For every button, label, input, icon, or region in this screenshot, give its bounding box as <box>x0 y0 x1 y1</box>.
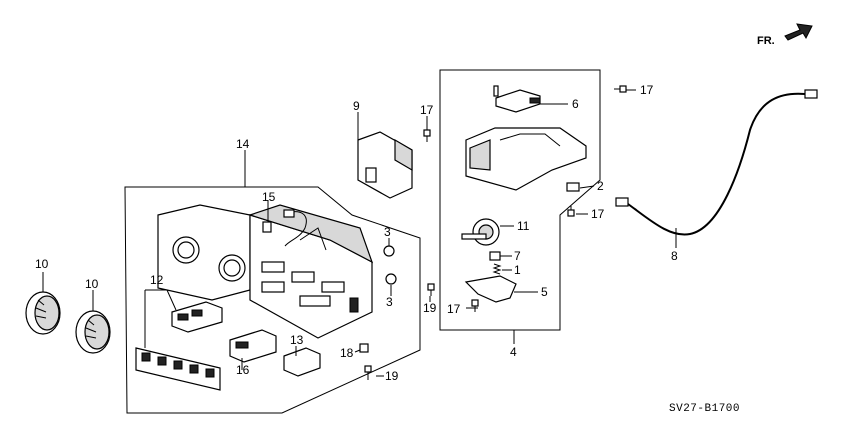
screw-17-lower <box>471 299 479 312</box>
callout-8: 8 <box>671 249 678 263</box>
ac-switch-16 <box>229 329 277 363</box>
callout-17-top: 17 <box>420 103 434 117</box>
callout-2: 2 <box>597 179 604 193</box>
screw-19-bottom <box>364 365 372 380</box>
callout-17-right-top: 17 <box>640 83 654 97</box>
clip-2 <box>566 182 580 192</box>
diagram-code: SV27-B1700 <box>669 403 740 415</box>
callout-19-right: 19 <box>423 301 437 315</box>
callout-15: 15 <box>262 190 276 204</box>
clip-18 <box>359 343 369 353</box>
front-arrow-icon <box>784 23 813 41</box>
spring-1 <box>492 263 502 275</box>
callout-1: 1 <box>514 263 521 277</box>
screw-3-lower <box>385 273 397 285</box>
gear-11 <box>461 218 500 246</box>
callout-3-upper: 3 <box>384 225 391 239</box>
callout-17-lower: 17 <box>447 302 461 316</box>
callout-11: 11 <box>517 219 530 233</box>
callout-9: 9 <box>353 99 360 113</box>
cap-7 <box>489 251 501 261</box>
bulb-socket-15 <box>262 209 307 247</box>
front-direction-indicator: FR. <box>757 23 813 47</box>
control-panel-body <box>157 204 374 339</box>
callout-10-right: 10 <box>85 277 99 291</box>
callout-labels: 14 15 9 17 3 3 19 19 18 10 10 12 16 13 6… <box>35 83 678 383</box>
callout-12: 12 <box>150 273 164 287</box>
callout-18: 18 <box>340 346 354 360</box>
screw-3-upper <box>383 245 395 257</box>
screw-17-top <box>423 129 431 142</box>
callout-10-left: 10 <box>35 257 49 271</box>
callout-13: 13 <box>290 333 304 347</box>
callout-16: 16 <box>236 363 250 377</box>
group-outline-14 <box>124 186 421 414</box>
lever-5 <box>464 275 517 303</box>
slider-6 <box>493 85 541 113</box>
callout-4: 4 <box>510 345 517 359</box>
callout-6: 6 <box>572 97 579 111</box>
motor-9 <box>357 131 413 199</box>
button-row-12 <box>135 347 221 391</box>
knob-10-left <box>25 291 61 335</box>
screw-19-right <box>427 283 435 296</box>
group-outline-4 <box>439 69 601 331</box>
callout-5: 5 <box>541 285 548 299</box>
callout-14: 14 <box>236 137 250 151</box>
callout-7: 7 <box>514 249 521 263</box>
part-13 <box>283 347 321 377</box>
control-housing <box>465 127 587 191</box>
callout-19-bottom: 19 <box>385 369 399 383</box>
switch-12 <box>171 301 223 333</box>
callout-3-lower: 3 <box>386 295 393 309</box>
leader-lines <box>42 89 677 377</box>
screw-17-right-top <box>614 85 627 93</box>
front-direction-label: FR. <box>757 35 775 47</box>
cable-8 <box>615 89 818 236</box>
screw-17-right-mid <box>567 206 575 217</box>
callout-17-right-mid: 17 <box>591 207 605 221</box>
knob-10-right <box>75 310 111 354</box>
